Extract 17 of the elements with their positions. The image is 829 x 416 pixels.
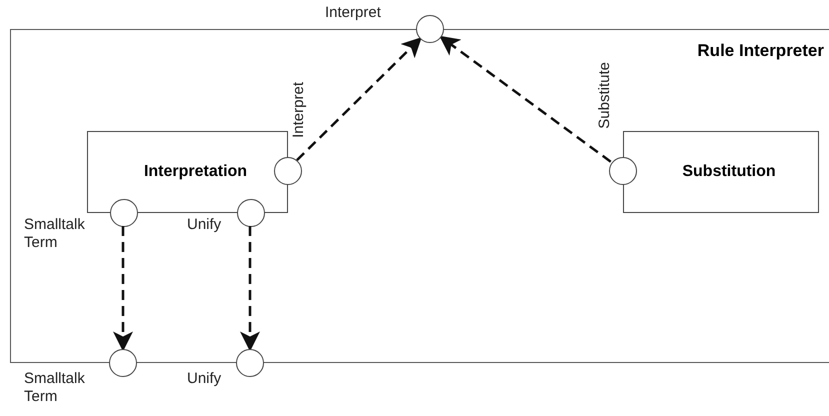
port-label: Unify [187,216,222,234]
port-label: Substitute [596,62,614,129]
dashed-arrow [439,36,612,163]
component-label: Substitution [682,162,776,182]
port-label: Interpret [325,4,382,22]
port-label: Interpret [290,82,308,138]
component-label: Interpretation [144,162,248,182]
component-box [623,131,819,213]
port-label: Unify [187,370,222,388]
port-label: Smalltalk Term [24,216,86,252]
component-box [87,131,288,213]
dashed-arrow [240,226,260,352]
port-label: Smalltalk Term [24,370,86,406]
container-title: Rule Interpreter [697,40,824,62]
dashed-arrow [296,37,422,162]
container-box [10,29,829,363]
dashed-arrow [113,226,133,352]
